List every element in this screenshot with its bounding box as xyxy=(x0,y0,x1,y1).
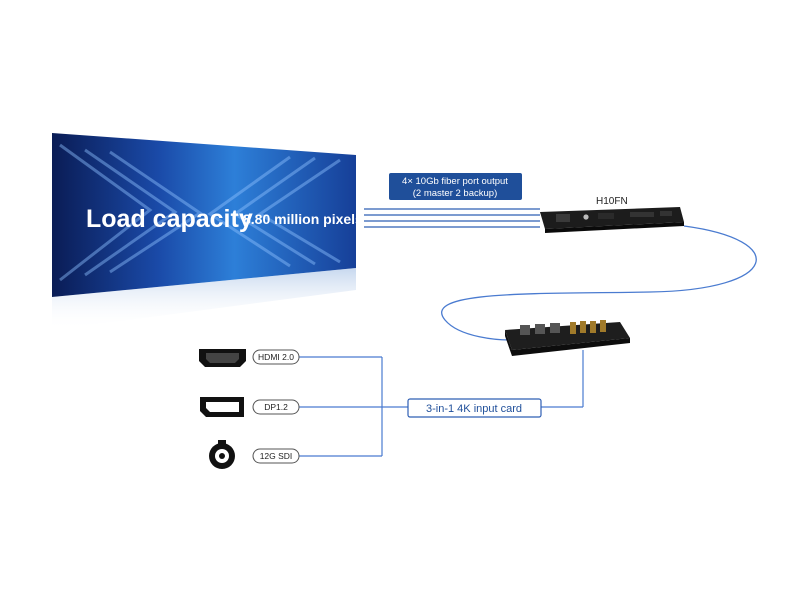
input-row-hdmi: HDMI 2.0 xyxy=(199,349,300,367)
sdi-label: 12G SDI xyxy=(260,451,293,461)
led-screen: Load capacity 8.80 million pixels xyxy=(52,133,363,330)
input-processor-device xyxy=(505,320,630,356)
hdmi-label: HDMI 2.0 xyxy=(258,352,294,362)
input-row-dp: DP1.2 xyxy=(200,397,300,417)
hdmi-label-pill xyxy=(252,349,300,365)
screen-reflection xyxy=(52,268,356,330)
displayport-icon xyxy=(200,397,244,417)
sdi-label-pill xyxy=(252,448,300,464)
input-card-label: 3-in-1 4K input card xyxy=(426,403,522,415)
input-card-box xyxy=(407,398,542,418)
input-row-sdi: 12G SDI xyxy=(209,440,300,469)
hdmi-port-icon xyxy=(199,349,246,367)
fiber-lines xyxy=(364,208,540,228)
dp-label: DP1.2 xyxy=(264,402,288,412)
screen-chevron-pattern xyxy=(59,143,341,282)
screen-headline-small: 8.80 million pixels xyxy=(243,211,363,227)
input-wiring xyxy=(299,350,584,457)
fiber-output-callout: 4× 10Gb fiber port output (2 master 2 ba… xyxy=(389,173,522,200)
controller-name: H10FN xyxy=(596,196,628,207)
fiber-output-box xyxy=(389,173,522,200)
screen-headline-big: Load capacity xyxy=(86,205,253,233)
fiber-output-line2: (2 master 2 backup) xyxy=(413,188,497,199)
link-cable xyxy=(441,225,757,341)
h10fn-controller: H10FN xyxy=(540,196,684,233)
fiber-output-line1: 4× 10Gb fiber port output xyxy=(402,176,508,187)
bnc-connector-icon xyxy=(209,440,235,469)
controller-knob-icon xyxy=(583,214,589,220)
dp-label-pill xyxy=(252,399,300,415)
input-card-callout: 3-in-1 4K input card xyxy=(407,398,542,418)
